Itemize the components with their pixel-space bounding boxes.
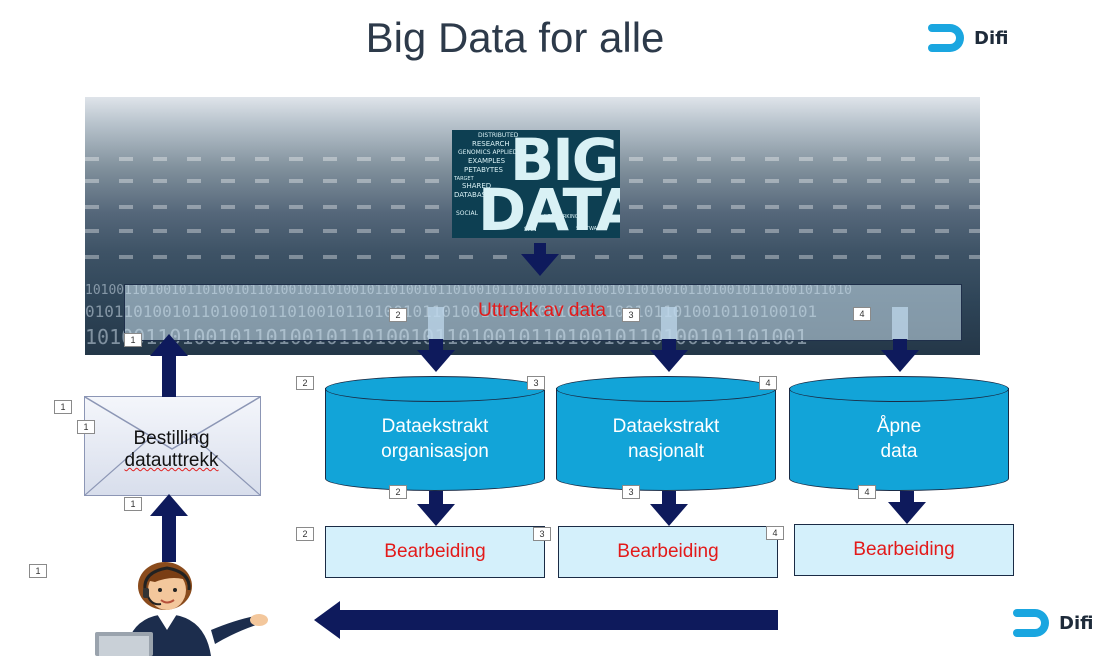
arrow-cyl1-proc-shaft [429,491,443,505]
arrow-to-cyl1-shaft [429,339,443,351]
cylinder-nasjonalt: Dataekstrakt nasjonalt [556,376,776,491]
difi-logo-icon [1013,609,1049,637]
cylinder-organisasjon: Dataekstrakt organisasjon [325,376,545,491]
arrow-order-up-head [150,334,188,356]
step-badge: 1 [124,333,142,347]
step-badge: 3 [622,485,640,499]
arrow-to-cyl3-shaft [893,339,907,351]
cylinder-label-line1: Åpne [876,416,922,437]
arrow-cyl2-proc-shaft [662,491,676,505]
step-badge: 1 [124,497,142,511]
arrow-cyl2-proc-head [650,504,688,526]
arrow-return-shaft [339,610,778,630]
big-data-word-cloud-image: BIG DATA DISTRIBUTED RESEARCH GENOMICS A… [452,130,620,238]
arrow-to-cyl2-head [650,350,688,372]
cylinder-label-line2: data [880,441,918,462]
logo-word: Difi [1059,612,1094,634]
step-badge: 1 [54,400,72,414]
order-label-line2: datauttrekk [124,450,219,471]
ghost-shaft-3 [892,307,908,339]
arrow-big-data-shaft [534,243,546,255]
cylinder-label-line1: Dataekstrakt [612,416,720,437]
order-label-line1: Bestilling [133,428,210,449]
cylinder-label-line2: nasjonalt [627,441,705,462]
step-badge: 4 [858,485,876,499]
difi-logo-top: Difi [928,22,1008,54]
step-badge: 2 [296,527,314,541]
processing-box-3: Bearbeiding [794,524,1014,576]
step-badge: 1 [77,420,95,434]
envelope-icon [84,396,261,496]
step-badge: 2 [296,376,314,390]
arrow-to-cyl3-head [881,350,919,372]
arrow-big-data-head [521,254,559,276]
step-badge: 1 [29,564,47,578]
extract-band [124,284,962,341]
cylinder-label-line2: organisasjon [381,441,489,462]
arrow-cyl1-proc-head [417,504,455,526]
processing-box-2: Bearbeiding [558,526,778,578]
arrow-cyl3-proc-shaft [900,491,914,503]
arrow-return-head [314,601,340,639]
arrow-to-cyl1-head [417,350,455,372]
step-badge: 4 [759,376,777,390]
arrow-person-up-head [150,494,188,516]
difi-logo-bottom: Difi [1013,607,1093,639]
step-badge: 4 [853,307,871,321]
step-badge: 2 [389,308,407,322]
step-badge: 3 [533,527,551,541]
slide-title: Big Data for alle [365,14,665,61]
arrow-cyl3-proc-head [888,502,926,524]
arrow-order-up-shaft [162,355,176,397]
cylinder-apne-data: Åpne data [789,376,1009,491]
order-label: Bestilling datauttrekk [84,428,259,472]
ghost-shaft-1 [428,307,444,339]
ghost-shaft-2 [661,307,677,339]
cylinder-label-line1: Dataekstrakt [381,416,489,437]
difi-logo-icon [928,24,964,52]
processing-box-1: Bearbeiding [325,526,545,578]
logo-word: Difi [974,27,1009,49]
person-with-headset-icon [95,562,268,656]
arrow-person-up-shaft [162,515,176,562]
extract-band-label: Uttrekk av data [478,300,606,321]
arrow-to-cyl2-shaft [662,339,676,351]
step-badge: 4 [766,526,784,540]
step-badge: 3 [622,308,640,322]
step-badge: 2 [389,485,407,499]
step-badge: 3 [527,376,545,390]
